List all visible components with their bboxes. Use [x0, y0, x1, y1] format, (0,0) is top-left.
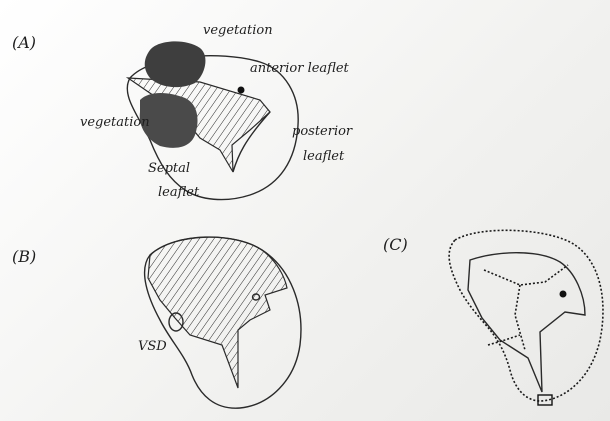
panel-b: (B) VSD [12, 237, 301, 408]
panel-a-label: (A) [12, 33, 36, 52]
panel-c: (C) [383, 230, 603, 405]
panel-b-hatched-leaflets [148, 237, 287, 388]
panel-c-inner-outline [468, 253, 585, 392]
panel-c-vertical-suture [515, 285, 525, 350]
panel-c-lower-suture [488, 335, 520, 345]
panel-a-label-posterior-2: leaflet [303, 149, 345, 164]
panel-a-dot [238, 87, 245, 94]
panel-c-patch-suture [484, 265, 568, 285]
panel-b-label: (B) [12, 247, 36, 266]
panel-a: (A) vegetation anterior leaflet vegetati… [12, 23, 353, 200]
panel-a-vegetation-top [145, 41, 206, 87]
panel-c-dot [560, 291, 567, 298]
panel-a-label-vegetation-left: vegetation [80, 115, 150, 130]
panel-a-label-anterior: anterior leaflet [250, 61, 350, 76]
panel-a-label-septal-1: Septal [148, 161, 190, 176]
panel-a-label-vegetation-top: vegetation [203, 23, 273, 38]
panel-c-label: (C) [383, 235, 408, 254]
panel-a-label-septal-2: leaflet [158, 185, 200, 200]
panel-c-annulus-suture [449, 230, 603, 401]
panel-a-label-posterior-1: posterior [292, 124, 353, 139]
panel-b-label-vsd: VSD [138, 339, 167, 354]
